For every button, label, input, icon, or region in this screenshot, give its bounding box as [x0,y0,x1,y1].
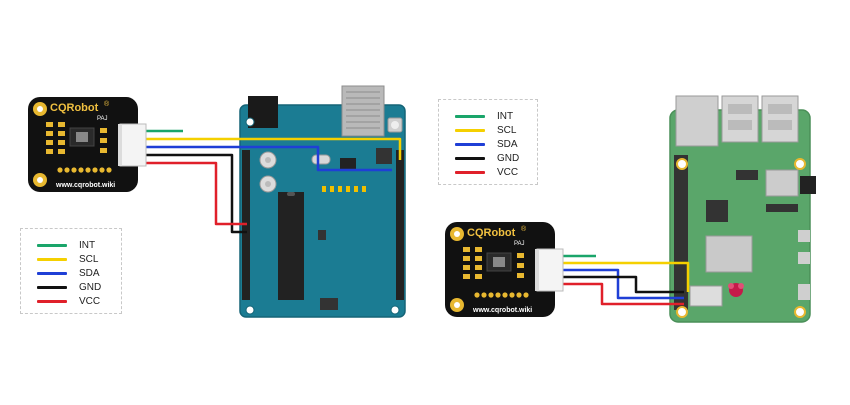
legend-swatch [455,128,485,132]
wire-gnd-raspberry [560,275,684,294]
legend-swatch [455,170,485,174]
gesture-sensor-module-left: CQRobot ® PAJ www.cqrobot.wiki [28,97,147,192]
legend-left: INT SCL SDA GND VCC [20,228,122,314]
legend-item-int: INT [37,239,95,251]
legend-item-sda: SDA [37,267,100,279]
legend-item-int: INT [455,110,513,122]
legend-item-gnd: GND [37,281,101,293]
legend-label: GND [79,281,102,293]
legend-swatch [455,156,485,160]
legend-label: VCC [79,295,101,307]
website-label-left: www.cqrobot.wiki [55,182,115,189]
legend-swatch [455,142,485,146]
arduino-uno-board [239,85,406,318]
brand-label-left: CQRobot [50,102,99,114]
legend-swatch [455,114,485,118]
legend-right: INT SCL SDA GND VCC [438,99,538,185]
legend-label: GND [497,152,520,164]
legend-label: SDA [79,267,100,279]
raspberry-pi-board [669,95,816,323]
legend-label: VCC [497,166,519,178]
wire-vcc-raspberry [560,282,684,306]
legend-item-scl: SCL [37,253,98,265]
legend-swatch [37,285,67,289]
legend-item-sda: SDA [455,138,518,150]
wire-sda-arduino [146,145,392,172]
trademark-left: ® [104,100,110,108]
brand-label-right: CQRobot [467,227,516,239]
legend-label: INT [497,110,514,122]
wire-scl-raspberry [560,261,690,292]
website-label-right: www.cqrobot.wiki [472,307,532,314]
legend-swatch [37,257,67,261]
legend-swatch [37,243,67,247]
wire-gnd-arduino [146,153,247,234]
legend-item-gnd: GND [455,152,519,164]
legend-item-vcc: VCC [455,166,518,178]
legend-label: INT [79,239,96,251]
gesture-sensor-module-right: CQRobot ® PAJ www.cqrobot.wiki [445,222,564,317]
legend-item-scl: SCL [455,124,516,136]
legend-label: SCL [79,253,99,265]
legend-label: SDA [497,138,518,150]
trademark-right: ® [521,225,527,233]
chip-label-right: PAJ [514,241,525,247]
raspberry-wires [560,254,690,306]
wire-scl-arduino [146,137,402,160]
wire-sda-raspberry [560,268,684,300]
legend-swatch [37,299,67,303]
chip-label-left: PAJ [97,116,108,122]
arduino-wires [146,129,402,234]
wire-vcc-arduino [146,161,247,226]
legend-label: SCL [497,124,517,136]
legend-item-vcc: VCC [37,295,100,307]
legend-swatch [37,271,67,275]
